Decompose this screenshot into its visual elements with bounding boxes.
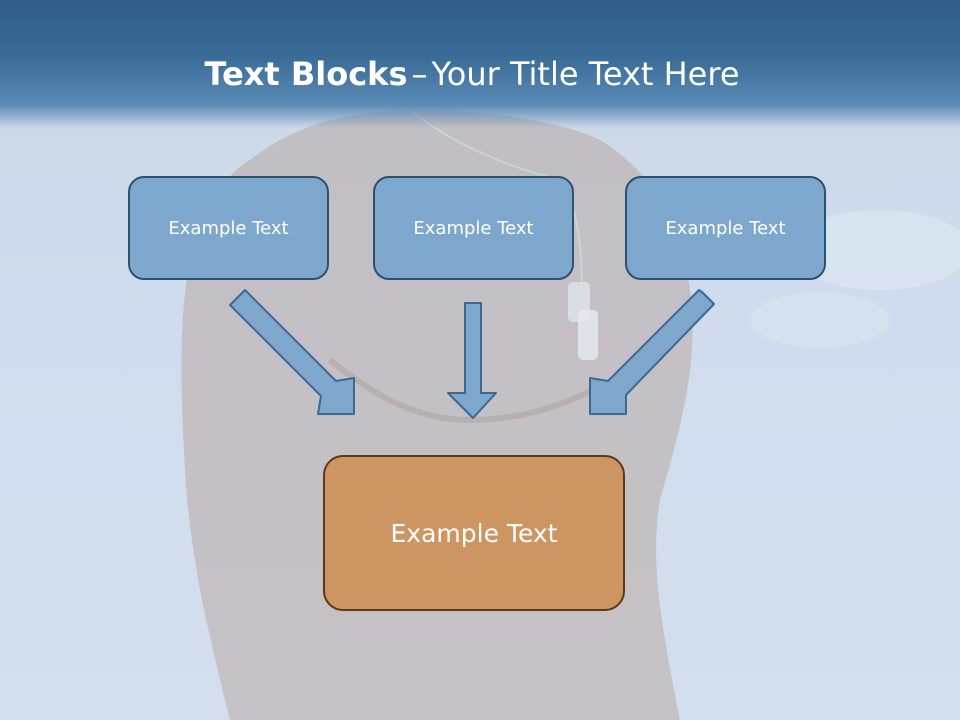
target-block-label: Example Text [390, 518, 558, 548]
slide-title: Text Blocks–Your Title Text Here [0, 52, 944, 96]
text-block-2-label: Example Text [413, 217, 534, 239]
title-band [0, 0, 960, 128]
text-block-1[interactable]: Example Text [128, 176, 329, 280]
title-separator: – [411, 55, 428, 93]
title-rest: Your Title Text Here [431, 55, 740, 93]
text-block-1-label: Example Text [168, 217, 289, 239]
title-bold: Text Blocks [204, 55, 408, 93]
text-block-2[interactable]: Example Text [373, 176, 574, 280]
target-block[interactable]: Example Text [323, 455, 625, 611]
text-block-3-label: Example Text [665, 217, 786, 239]
text-block-3[interactable]: Example Text [625, 176, 826, 280]
